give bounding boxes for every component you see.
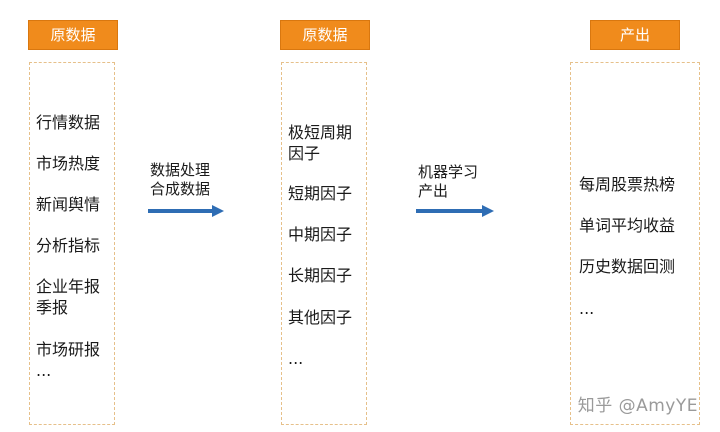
column-1-item-3: 新闻舆情 bbox=[36, 195, 101, 214]
column-1-header: 原数据 bbox=[28, 20, 118, 50]
arrow-1-label: 数据处理 合成数据 bbox=[150, 161, 211, 198]
column-1-item-6: 市场研报 ... bbox=[36, 340, 101, 380]
column-1-item-1: 行情数据 bbox=[36, 113, 101, 132]
column-1-item-2: 市场热度 bbox=[36, 154, 101, 173]
column-2-item-4: 长期因子 bbox=[288, 266, 353, 285]
column-2-panel bbox=[281, 62, 367, 425]
column-1-item-5: 企业年报 季报 bbox=[36, 277, 101, 317]
column-3-header: 产出 bbox=[590, 20, 680, 50]
column-2-item-6: ... bbox=[288, 349, 304, 368]
column-3-panel bbox=[570, 62, 700, 425]
column-2-item-5: 其他因子 bbox=[288, 308, 353, 327]
column-3-item-1: 每周股票热榜 bbox=[579, 175, 676, 194]
column-1-panel bbox=[29, 62, 115, 425]
arrow-1 bbox=[148, 205, 224, 217]
arrow-2 bbox=[416, 205, 494, 217]
column-2-item-1: 极短周期 因子 bbox=[288, 123, 353, 163]
column-3-item-4: ... bbox=[579, 299, 595, 318]
arrow-2-label: 机器学习 产出 bbox=[418, 163, 479, 200]
column-2-item-3: 中期因子 bbox=[288, 225, 353, 244]
column-1-item-4: 分析指标 bbox=[36, 236, 101, 255]
column-3-item-2: 单词平均收益 bbox=[579, 216, 676, 235]
column-3-item-3: 历史数据回测 bbox=[579, 257, 676, 276]
watermark: 知乎 @AmyYE bbox=[577, 396, 698, 416]
column-2-item-2: 短期因子 bbox=[288, 184, 353, 203]
column-2-header: 原数据 bbox=[280, 20, 370, 50]
